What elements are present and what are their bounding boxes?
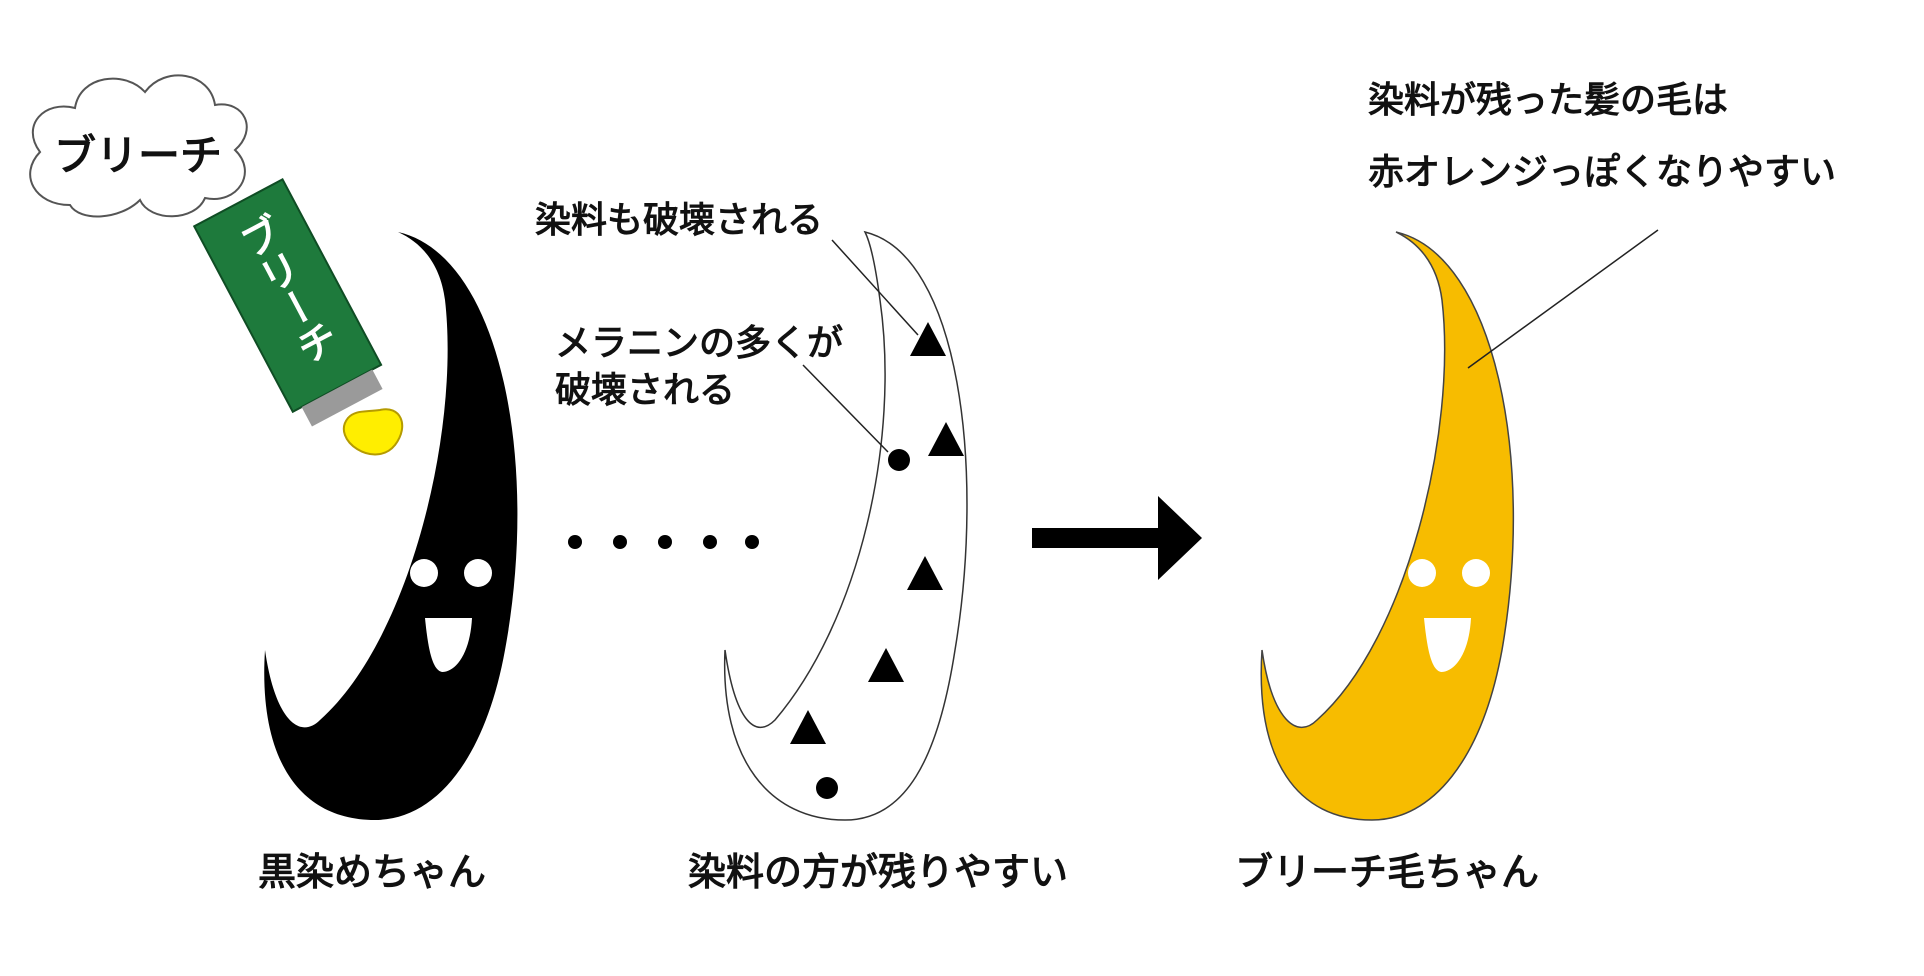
dot <box>658 535 672 549</box>
cloud-shape-icon <box>29 74 248 218</box>
bleach-drop-icon <box>342 408 404 456</box>
dot <box>745 535 759 549</box>
melanin-pointer-line <box>802 364 889 453</box>
black-mouth <box>425 618 472 672</box>
melanin-dot <box>816 777 838 799</box>
ellipsis-dots <box>568 535 759 549</box>
melanin-dot <box>888 449 910 471</box>
dye-triangle <box>868 648 904 682</box>
dye-triangle <box>790 710 826 744</box>
bleached-hair-shape <box>1260 231 1515 821</box>
melanin-note-line1: メラニンの多くが <box>555 323 843 364</box>
dye-pointer-line <box>831 239 919 336</box>
middle-character-label: 染料の方が残りやすい <box>688 850 1068 894</box>
cloud-label: ブリーチ <box>54 131 222 180</box>
dot <box>613 535 627 549</box>
middle-hair-outline <box>723 230 968 821</box>
bleached-hair-character <box>1260 231 1515 821</box>
black-hair-character <box>264 232 518 820</box>
arrow-right-icon <box>1032 496 1202 580</box>
result-note-line1: 染料が残った髪の毛は <box>1368 80 1728 121</box>
bleached-character-label: ブリーチ毛ちゃん <box>1235 850 1539 894</box>
black-character-label: 黒染めちゃん <box>258 850 486 894</box>
dye-destroyed-note: 染料も破壊される <box>535 200 823 241</box>
bleached-right-eye <box>1462 559 1490 587</box>
black-hair-shape <box>264 232 518 820</box>
black-right-eye <box>464 559 492 587</box>
result-note-line2: 赤オレンジっぽくなりやすい <box>1368 151 1836 193</box>
bleach-tube: ブリーチ <box>192 178 383 427</box>
melanin-note-line2: 破壊される <box>555 370 735 411</box>
dye-triangle <box>907 556 943 590</box>
bleached-mouth <box>1424 618 1471 672</box>
dye-triangle <box>928 422 964 456</box>
bleach-cloud: ブリーチ <box>29 74 248 218</box>
dye-triangle <box>910 322 946 356</box>
dot <box>568 535 582 549</box>
tube-cap <box>301 369 383 427</box>
result-pointer-line <box>1467 229 1659 369</box>
black-left-eye <box>410 559 438 587</box>
dot <box>703 535 717 549</box>
bleached-left-eye <box>1408 559 1436 587</box>
middle-hair-character <box>723 230 968 821</box>
